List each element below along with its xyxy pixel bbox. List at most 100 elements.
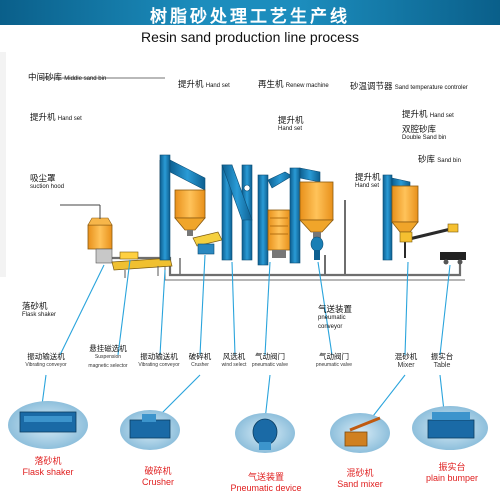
photo-flask-shaker [8,401,88,449]
bottom-label-2-en: Vibrating conveyor [138,362,180,368]
flask-shaker-cn: 落砂机 [22,301,48,311]
bottom-label-vibrating-conveyor-2: 振动输送机 Vibrating conveyor [134,352,184,370]
photo-crusher [120,410,180,450]
flask-shaker-en: Flask shaker [22,312,57,318]
hand-set-left-en: Hand set [57,116,82,122]
bottom-label-magnetic-selector: 悬挂磁选机 Suspension magnetic selector [88,344,128,371]
bottom-label-wind-select: 风选机 wind select [217,352,251,370]
caption-sand-mixer: 混砂机 Sand mixer [320,468,400,490]
sand-bin-1 [174,189,206,236]
double-sand-bin-en: Double Sand bin [402,135,447,141]
caption-crusher-cn: 破碎机 [144,466,172,476]
caption-pneumatic-device-cn: 气送装置 [247,472,284,482]
title-banner: 树脂砂处理工艺生产线 [0,0,500,25]
label-sand-bin: 砂库 Sand bin [418,155,461,166]
hand-set-1-en: Hand set [205,83,230,89]
hand-set-left-cn: 提升机 [30,112,56,122]
bottom-label-mixer: 混砂机 Mixer [390,352,422,370]
renew-machine-en: Renew machine [285,83,329,89]
suction-hood-cn: 吸尘罩 [30,173,56,183]
middle-sand-bin-en: Middle sand bin [64,76,107,82]
bottom-label-4-cn: 风选机 [222,352,246,361]
label-renew-machine: 再生机 Renew machine [258,80,329,91]
bottom-label-3-cn: 破碎机 [188,352,212,361]
caption-flask-shaker-en: Flask shaker [22,467,74,477]
bottom-label-vibrating-conveyor-1: 振动输送机 Vibrating conveyor [16,352,76,370]
bottom-label-1-cn: 悬挂磁选机 [89,344,127,353]
caption-plain-bumper-cn: 振实台 [438,462,466,472]
label-flask-shaker: 落砂机 Flask shaker [22,302,56,320]
caption-plain-bumper-en: plain bumper [425,473,479,483]
hand-set-right-cn: 提升机 [402,109,428,119]
label-double-sand-bin: 双腔砂库 Double Sand bin [402,125,446,143]
label-middle-sand-bin: 中间砂库 Middle sand bin [28,73,106,84]
sand-mixer [399,223,459,258]
hand-set-mid-en: Hand set [278,126,303,132]
bottom-label-5-cn: 气动阀门 [255,352,285,361]
bottom-label-crusher: 破碎机 Crusher [184,352,216,370]
photo-sand-mixer [330,413,390,453]
crusher-unit [192,231,223,255]
middle-sand-bin-cn: 中间砂库 [28,72,63,82]
caption-flask-shaker: 落砂机 Flask shaker [8,456,88,478]
bottom-label-5-en: pneumatic valve [251,362,289,368]
renew-machine-cn: 再生机 [258,79,284,89]
caption-crusher-en: Crusher [141,477,174,487]
bottom-label-0-cn: 振动输送机 [27,352,65,361]
title-banner-bg [0,0,500,25]
caption-pneumatic-device: 气送装置 Pneumatic device [224,472,308,494]
label-pneumatic-conveyor: 气送装置 pneumatic conveyor [318,305,356,332]
label-suction-hood: 吸尘罩 suction hood [30,174,64,192]
title-cn: 树脂砂处理工艺生产线 [150,7,350,25]
pneumatic-conveyor [310,236,324,260]
caption-flask-shaker-cn: 落砂机 [34,456,62,466]
sand-bin-right [391,185,419,233]
sand-bin-en: Sand bin [437,158,461,164]
label-hand-set-mid: 提升机 Hand set [278,116,304,134]
caption-pneumatic-device-en: Pneumatic device [230,483,302,493]
bottom-label-pneumatic-valve-1: 气动阀门 pneumatic valve [248,352,292,370]
caption-plain-bumper: 振实台 plain bumper [410,462,494,484]
bottom-label-1-en: Suspension magnetic selector [88,354,128,369]
title-en: Resin sand production line process [141,29,359,45]
label-hand-set-1: 提升机 Hand set [178,80,230,91]
hand-set-lower-en: Hand set [355,183,380,189]
compaction-table [440,252,466,265]
photo-pneumatic-device [235,413,295,453]
label-hand-set-right: 提升机 Hand set [402,110,454,121]
flask-shaker-unit [60,204,113,264]
bottom-label-0-en: Vibrating conveyor [25,362,67,368]
caption-crusher: 破碎机 Crusher [118,466,198,488]
hand-set-lower-cn: 提升机 [355,172,381,182]
bottom-label-table: 振实台 Table [426,352,458,370]
renew-machine-tower [221,164,253,261]
bottom-label-7-cn: 混砂机 [394,352,418,361]
magnetic-selector [119,251,139,260]
sand-bin-cn: 砂库 [418,154,436,164]
bottom-label-6-cn: 气动阀门 [319,352,349,361]
caption-sand-mixer-cn: 混砂机 [346,468,374,478]
bottom-label-3-en: Crusher [191,362,209,368]
bottom-label-8-en: Table [433,362,451,369]
double-sand-bin-cn: 双腔砂库 [402,124,437,134]
photo-plain-bumper [412,406,488,450]
hand-set-mid-cn: 提升机 [278,115,304,125]
vibrating-conveyor-1 [111,257,173,278]
label-hand-set-left: 提升机 Hand set [30,113,82,124]
hand-set-1-cn: 提升机 [178,79,204,89]
hand-set-right-en: Hand set [429,113,454,119]
pneumatic-conveyor-cn: 气送装置 [318,304,353,314]
caption-sand-mixer-en: Sand mixer [337,479,383,489]
label-sand-temp-controller: 砂温调节器 Sand temperature controler [350,82,468,93]
sand-temp-controller-cn: 砂温调节器 [350,81,393,91]
bottom-label-6-en: pneumatic valve [315,362,353,368]
bottom-label-4-en: wind select [221,362,247,368]
suction-hood-en: suction hood [30,184,65,190]
left-edge-shade [0,52,6,277]
bottom-label-pneumatic-valve-2: 气动阀门 pneumatic valve [312,352,356,370]
renew-machine [267,209,291,258]
double-sand-bin [299,181,334,238]
bottom-label-2-cn: 振动输送机 [140,352,178,361]
